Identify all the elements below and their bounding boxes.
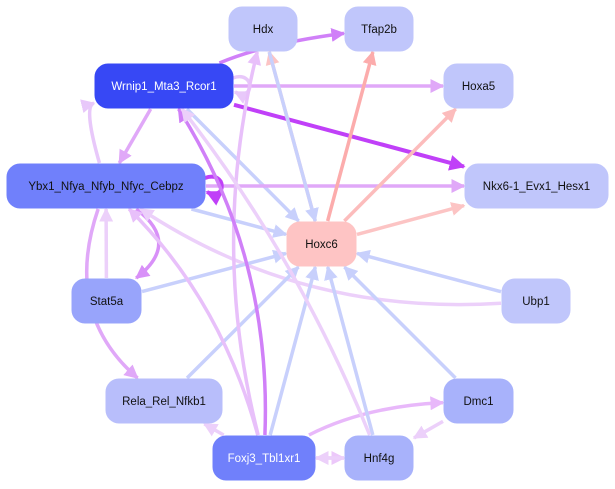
node-hoxa5[interactable]: Hoxa5 [443, 63, 514, 109]
edge-hdx-to-hoxc6 [267, 51, 319, 223]
node-stat5a[interactable]: Stat5a [71, 278, 142, 324]
edge-hnf4g-to-hoxc6 [324, 265, 375, 436]
edge-foxj3-tbl1xr1-to-wrnip1-mta3-rcor1 [177, 107, 268, 436]
node-label: Hoxc6 [305, 239, 338, 251]
node-box[interactable] [344, 6, 414, 52]
node-ubp1[interactable]: Ubp1 [501, 278, 571, 324]
node-rela-rel-nfkb1[interactable]: Rela_Rel_Nfkb1 [105, 378, 223, 424]
node-nkx6-1-evx1-hesx1[interactable]: Nkx6-1_Evx1_Hesx1 [464, 163, 609, 209]
node-box[interactable] [228, 6, 298, 52]
edge-wrnip1-mta3-rcor1-to-ybx1-nfya-nfyb-nfyc-cebpz [117, 108, 153, 165]
node-label: Rela_Rel_Nfkb1 [122, 396, 206, 408]
node-box[interactable] [286, 221, 357, 267]
node-box[interactable] [6, 163, 206, 209]
edge-foxj3-tbl1xr1-to-dmc1 [308, 396, 445, 437]
edges-layer [80, 28, 502, 465]
node-label: Hoxa5 [462, 81, 495, 93]
node-box[interactable] [344, 435, 414, 481]
edge-dmc1-to-hoxc6 [343, 265, 457, 380]
node-label: Tfap2b [361, 24, 397, 36]
edge-wrnip1-mta3-rcor1-to-hoxc6 [185, 107, 300, 223]
node-box[interactable] [94, 63, 234, 109]
node-label: Hdx [253, 24, 274, 36]
edge-ubp1-to-hoxc6 [355, 249, 502, 294]
node-label: Wrnip1_Mta3_Rcor1 [111, 81, 216, 93]
node-wrnip1-mta3-rcor1[interactable]: Wrnip1_Mta3_Rcor1 [94, 63, 234, 109]
node-box[interactable] [501, 278, 571, 324]
node-ybx1-nfya-nfyb-nfyc-cebpz[interactable]: Ybx1_Nfya_Nfyb_Nfyc_Cebpz [6, 163, 206, 209]
edge-dmc1-to-hnf4g [412, 419, 444, 440]
node-hdx[interactable]: Hdx [228, 6, 298, 52]
edge-hnf4g-to-wrnip1-mta3-rcor1 [180, 107, 372, 436]
node-foxj3-tbl1xr1[interactable]: Foxj3_Tbl1xr1 [212, 435, 316, 481]
node-label: Nkx6-1_Evx1_Hesx1 [483, 181, 590, 193]
edge-foxj3-tbl1xr1-to-hoxc6 [268, 265, 319, 436]
node-dmc1[interactable]: Dmc1 [443, 378, 514, 424]
node-label: Dmc1 [463, 396, 493, 408]
node-label: Ybx1_Nfya_Nfyb_Nfyc_Cebpz [28, 181, 184, 193]
node-label: Stat5a [90, 296, 124, 308]
node-box[interactable] [464, 163, 609, 209]
node-label: Foxj3_Tbl1xr1 [228, 453, 301, 465]
node-tfap2b[interactable]: Tfap2b [344, 6, 414, 52]
node-label: Hnf4g [364, 453, 395, 465]
edge-hoxc6-to-nkx6-1-evx1-hesx1 [356, 202, 466, 237]
edge-hoxc6-to-hoxa5 [343, 107, 457, 223]
node-box[interactable] [71, 278, 142, 324]
edge-foxj3-tbl1xr1-to-rela-rel-nfkb1 [203, 422, 225, 437]
node-box[interactable] [443, 378, 514, 424]
edge-stat5a-to-hoxc6 [141, 249, 288, 294]
node-box[interactable] [105, 378, 223, 424]
edge-ybx1-nfya-nfyb-nfyc-cebpz-to-hoxc6 [191, 207, 288, 238]
edge-foxj3-tbl1xr1-to-ybx1-nfya-nfyb-nfyc-cebpz [127, 207, 260, 436]
node-box[interactable] [443, 63, 514, 109]
node-box[interactable] [212, 435, 316, 481]
node-hoxc6[interactable]: Hoxc6 [286, 221, 357, 267]
node-hnf4g[interactable]: Hnf4g [344, 435, 414, 481]
edge-ybx1-nfya-nfyb-nfyc-cebpz-to-ybx1-nfya-nfyb-nfyc-cebpz [204, 174, 224, 206]
edge-foxj3-tbl1xr1-to-hdx [231, 50, 262, 436]
edge-ybx1-nfya-nfyb-nfyc-cebpz-to-wrnip1-mta3-rcor1 [80, 99, 102, 164]
edge-hoxc6-to-tfap2b [325, 50, 377, 222]
node-label: Ubp1 [522, 296, 550, 308]
edge-rela-rel-nfkb1-to-hoxc6 [185, 265, 300, 380]
